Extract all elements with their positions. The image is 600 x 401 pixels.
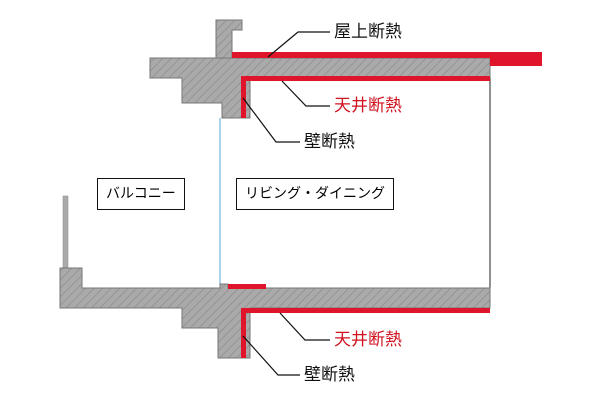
room-label-living-dining: リビング・ダイニング — [236, 178, 394, 210]
leader-wall-lower — [242, 335, 300, 376]
label-wall-insulation-upper: 壁断熱 — [304, 132, 355, 152]
leader-ceiling-upper — [281, 80, 330, 107]
label-roof-insulation: 屋上断熱 — [334, 22, 402, 42]
wall-insulation-lower — [241, 308, 246, 358]
balcony-railing — [62, 195, 69, 269]
ceiling-insulation-upper — [242, 76, 490, 81]
leader-ceiling-lower — [279, 312, 330, 341]
leader-wall-upper — [242, 97, 300, 143]
wall-insulation-upper — [241, 76, 246, 118]
leader-roof — [267, 31, 330, 58]
room-label-balcony: バルコニー — [97, 178, 185, 210]
label-wall-insulation-lower: 壁断熱 — [304, 365, 355, 385]
upper-slab — [149, 57, 491, 119]
roof-insulation — [232, 52, 542, 66]
label-ceiling-insulation-lower: 天井断熱 — [334, 330, 402, 350]
ceiling-insulation-lower — [242, 308, 490, 313]
floor-insulation-strip — [228, 284, 266, 289]
label-ceiling-insulation-upper: 天井断熱 — [334, 96, 402, 116]
